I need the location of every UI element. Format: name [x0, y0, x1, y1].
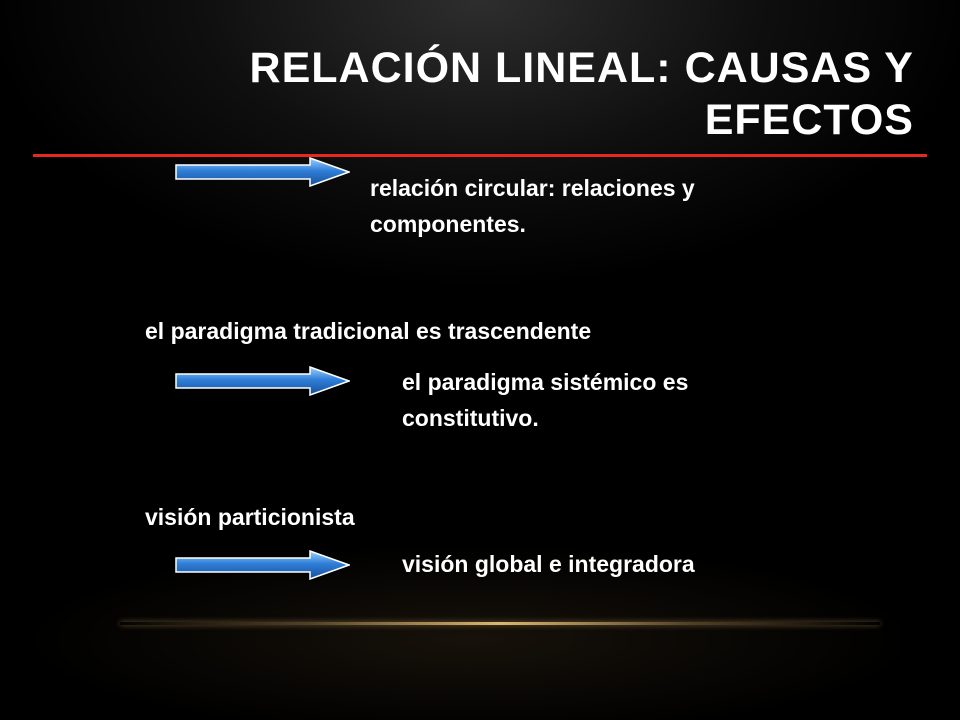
slide-title: RELACIÓN LINEAL: CAUSAS Y EFECTOS — [249, 44, 914, 144]
title-underline — [33, 154, 927, 157]
item-partition-vision: visión particionista — [145, 504, 355, 530]
right-arrow-icon — [175, 366, 350, 396]
item-global-vision: visión global e integradora — [402, 551, 695, 577]
item-traditional-paradigm: el paradigma tradicional es trascendente — [145, 318, 592, 344]
floor-glow-divider — [120, 622, 880, 625]
item-circular-relation: relación circular: relaciones y componen… — [370, 175, 695, 237]
right-arrow-icon — [175, 157, 350, 187]
right-arrow-icon — [175, 550, 350, 580]
item-systemic-paradigm: el paradigma sistémico es constitutivo. — [402, 369, 689, 431]
